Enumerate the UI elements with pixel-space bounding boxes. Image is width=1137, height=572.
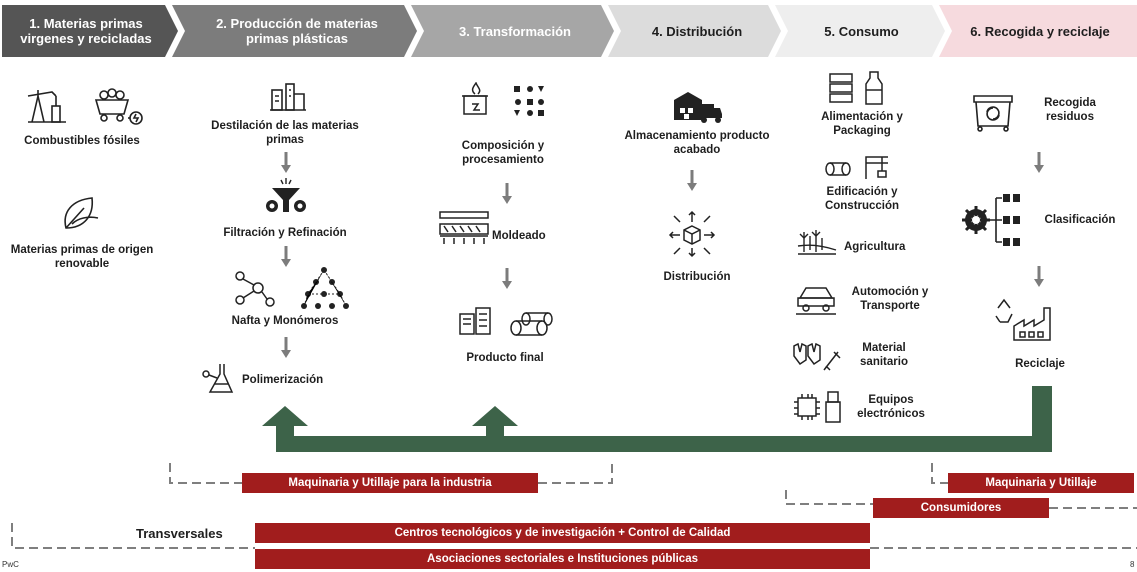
molecule-icon [235,271,275,307]
arrow-down-composition [502,183,512,204]
automotion-label: Automoción y Transporte [851,286,929,312]
stage-3-shape [411,5,614,57]
food-packaging-label: Alimentación y Packaging [821,111,903,137]
transversal-label: Transversales [136,526,223,541]
loop-band [262,386,1052,452]
waste-container-icon [973,95,1013,132]
stage-2-shape [172,5,417,57]
storage-label: Almacenamiento producto acabado [624,130,770,156]
arrow-down-classification [1034,266,1044,287]
stage-6-shape [939,5,1137,57]
arrow-down-distill [281,152,291,173]
naphtha-monomers-label: Nafta y Monómeros [231,315,339,327]
arrow-down-naphtha [281,337,291,358]
agriculture-label: Agricultura [844,241,906,253]
polymerization-flask-icon [202,364,234,393]
warehouse-truck-icon [674,92,722,123]
oil-pump-icon [27,90,66,123]
stage-5-label: 5. Consumo [824,23,899,39]
pipes-icon [510,312,553,336]
monomer-network-icon [301,267,349,309]
fossil-fuels-label: Combustibles fósiles [24,135,140,147]
classification-label: Clasificación [1044,214,1116,226]
associations-bar: Asociaciones sectoriales e Instituciones… [255,549,870,569]
recycling-label: Reciclaje [1015,358,1065,370]
machinery-industry-bar: Maquinaria y Utillaje para la industria [242,473,538,493]
stage-1-label: 1. Materias primas virgenes y recicladas [20,16,152,46]
arrow-down-molding [502,268,512,289]
stage-2-label: 2. Producción de materias primas plástic… [216,16,378,46]
recycling-factory-icon [995,298,1051,341]
construction-crane-icon [825,156,888,179]
sanitary-label: Material sanitario [860,342,908,368]
footer-brand: PwC [2,560,19,569]
processing-flame-icon [462,82,488,115]
stage-1-shape [2,5,178,57]
distribution-box-icon [668,210,716,258]
distillation-factory-icon [270,83,306,111]
leaf-icon [64,197,99,229]
stage-6-label: 6. Recogida y reciclaje [970,23,1110,39]
classification-gear-icon [962,194,1020,246]
molding-machine-icon [439,211,489,244]
arrow-down-storage [687,170,697,191]
electronics-label: Equipos electrónicos [857,394,925,420]
distribution-label: Distribución [663,271,731,283]
filter-gears-icon [266,178,306,212]
filtration-label: Filtración y Refinación [223,227,347,239]
tech-centers-bar: Centros tecnológicos y de investigación … [255,523,870,543]
stage-chevrons [2,5,1137,57]
machinery-bar: Maquinaria y Utillaje [948,473,1134,493]
distillation-label: Destilación de las materias primas [211,120,359,146]
construction-label: Edificación y Construcción [824,186,900,212]
arrow-down-collection [1034,152,1044,173]
coal-cart-icon [94,88,143,125]
agriculture-icon [797,230,837,255]
chip-usb-icon [794,391,841,423]
stage-4-label: 4. Distribución [651,23,743,39]
final-product-label: Producto final [466,352,544,364]
gloves-syringe-icon [793,342,841,371]
food-packaging-icon [829,71,883,105]
waste-collection-label: Recogida residuos [1044,97,1096,123]
compound-particles-icon [514,86,544,116]
stage-4-shape [608,5,781,57]
stage-5-shape [775,5,945,57]
stage-3-label: 3. Transformación [459,23,571,39]
arrow-down-filter [281,246,291,267]
renewable-raw-materials-label: Materias primas de origen renovable [10,244,154,270]
final-product-factory-icon [459,307,491,335]
consumers-bar: Consumidores [873,498,1049,518]
polymerization-label: Polimerización [242,374,324,386]
molding-label: Moldeado [492,230,546,242]
composition-label: Composición y procesamiento [461,140,545,166]
page-number: 8 [1130,560,1135,569]
car-transport-icon [796,287,836,315]
